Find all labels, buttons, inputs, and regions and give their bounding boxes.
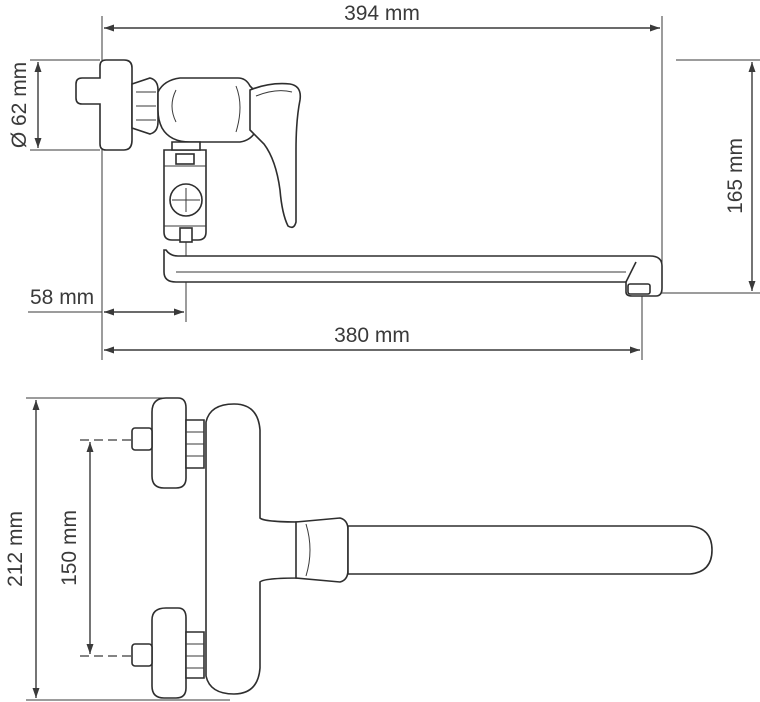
dimension-212: 212 mm xyxy=(4,397,230,701)
dimension-394: 394 mm xyxy=(101,2,663,360)
dimension-150: 150 mm xyxy=(58,439,220,657)
dim-label-212: 212 mm xyxy=(4,511,27,587)
dimension-165: 165 mm xyxy=(660,59,760,294)
dim-label-diameter: Ø 62 mm xyxy=(8,62,31,148)
dim-label-380: 380 mm xyxy=(334,324,410,347)
dimension-58: 58 mm xyxy=(28,228,187,322)
dimension-diameter: Ø 62 mm xyxy=(8,59,100,151)
faucet-top-outline xyxy=(131,397,713,699)
dim-label-150: 150 mm xyxy=(58,510,81,586)
dim-label-394: 394 mm xyxy=(344,2,420,25)
dim-label-165: 165 mm xyxy=(724,138,747,214)
dimension-380: 380 mm xyxy=(104,294,643,360)
dim-label-58: 58 mm xyxy=(30,286,94,309)
top-view: 212 mm 150 mm xyxy=(4,397,713,701)
faucet-side-outline xyxy=(75,59,663,297)
side-view: 394 mm Ø 62 mm 165 mm 58 mm 380 mm xyxy=(8,2,760,360)
